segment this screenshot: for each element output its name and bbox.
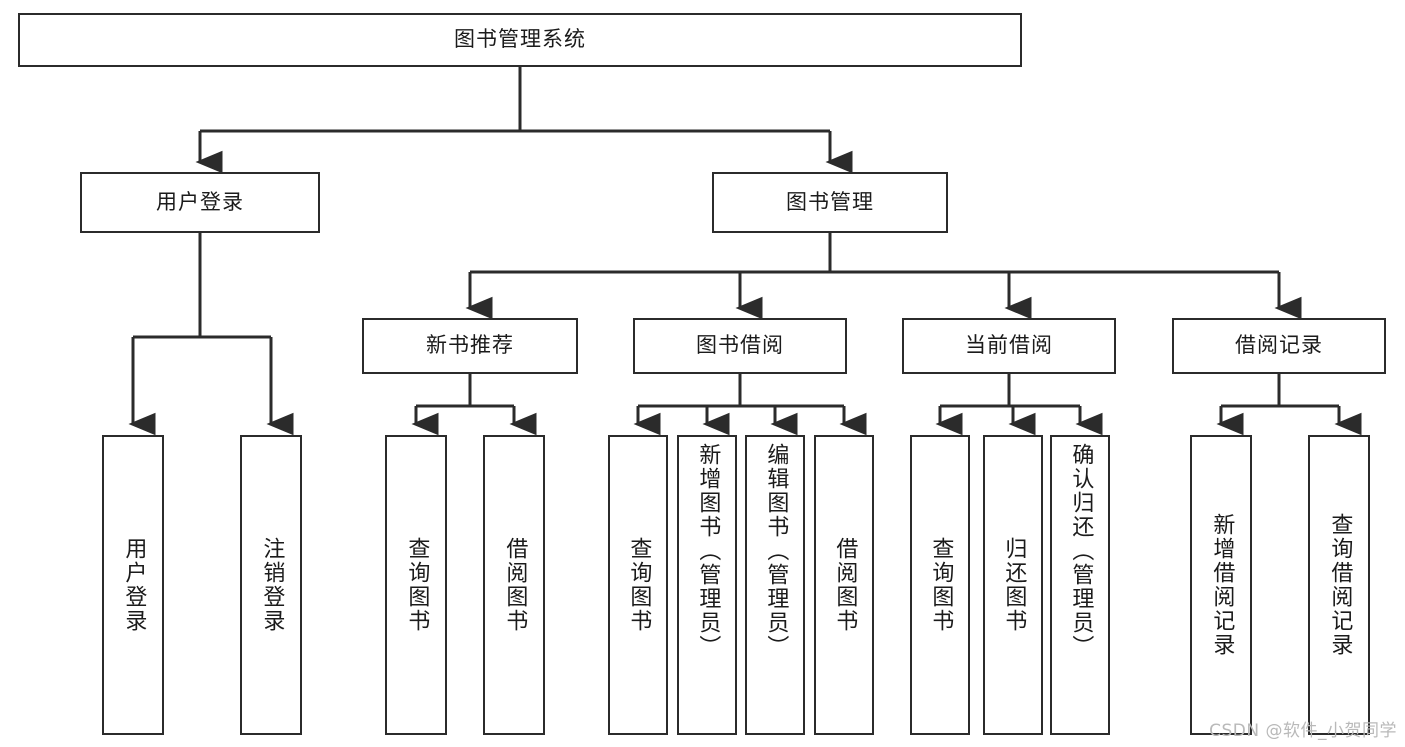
node-leaf-query-book-3-label: 查询图书 <box>928 537 954 633</box>
node-leaf-return-book[interactable]: 归还图书 <box>983 435 1043 735</box>
node-leaf-confirm-return-label: 确认归还（管理员） <box>1068 443 1094 659</box>
csdn-watermark: CSDN @软件_小贺同学 <box>1209 721 1397 741</box>
node-leaf-query-book-1[interactable]: 查询图书 <box>385 435 447 735</box>
node-leaf-borrow-book-1-label: 借阅图书 <box>502 537 528 633</box>
node-new-book-rec-label: 新书推荐 <box>426 333 514 358</box>
node-leaf-edit-book-label: 编辑图书（管理员） <box>763 443 789 659</box>
node-leaf-user-login-label: 用户登录 <box>121 537 147 633</box>
node-current-borrow-label: 当前借阅 <box>965 333 1053 358</box>
node-root-label: 图书管理系统 <box>454 27 586 52</box>
node-leaf-user-logout[interactable]: 注销登录 <box>240 435 302 735</box>
node-root[interactable]: 图书管理系统 <box>18 13 1022 67</box>
node-leaf-borrow-book-1[interactable]: 借阅图书 <box>483 435 545 735</box>
node-book-borrow-label: 图书借阅 <box>696 333 784 358</box>
node-new-book-rec[interactable]: 新书推荐 <box>362 318 578 374</box>
node-user-login[interactable]: 用户登录 <box>80 172 320 233</box>
node-leaf-user-login[interactable]: 用户登录 <box>102 435 164 735</box>
node-leaf-add-book-label: 新增图书（管理员） <box>695 443 721 659</box>
node-leaf-query-record-label: 查询借阅记录 <box>1327 513 1353 657</box>
node-borrow-record[interactable]: 借阅记录 <box>1172 318 1386 374</box>
node-leaf-user-logout-label: 注销登录 <box>259 537 285 633</box>
node-current-borrow[interactable]: 当前借阅 <box>902 318 1116 374</box>
node-user-login-label: 用户登录 <box>156 189 244 214</box>
node-leaf-query-book-3[interactable]: 查询图书 <box>910 435 970 735</box>
node-leaf-edit-book[interactable]: 编辑图书（管理员） <box>745 435 805 735</box>
node-leaf-query-record[interactable]: 查询借阅记录 <box>1308 435 1370 735</box>
node-leaf-add-book[interactable]: 新增图书（管理员） <box>677 435 737 735</box>
node-leaf-add-record-label: 新增借阅记录 <box>1209 513 1235 657</box>
node-book-manage-label: 图书管理 <box>786 189 874 214</box>
node-leaf-add-record[interactable]: 新增借阅记录 <box>1190 435 1252 735</box>
node-leaf-query-book-2[interactable]: 查询图书 <box>608 435 668 735</box>
node-leaf-query-book-2-label: 查询图书 <box>626 537 652 633</box>
node-leaf-return-book-label: 归还图书 <box>1001 537 1027 633</box>
node-book-borrow[interactable]: 图书借阅 <box>633 318 847 374</box>
node-leaf-borrow-book-2-label: 借阅图书 <box>832 537 858 633</box>
node-borrow-record-label: 借阅记录 <box>1235 333 1323 358</box>
node-book-manage[interactable]: 图书管理 <box>712 172 948 233</box>
node-leaf-confirm-return[interactable]: 确认归还（管理员） <box>1050 435 1110 735</box>
node-leaf-borrow-book-2[interactable]: 借阅图书 <box>814 435 874 735</box>
node-leaf-query-book-1-label: 查询图书 <box>404 537 430 633</box>
